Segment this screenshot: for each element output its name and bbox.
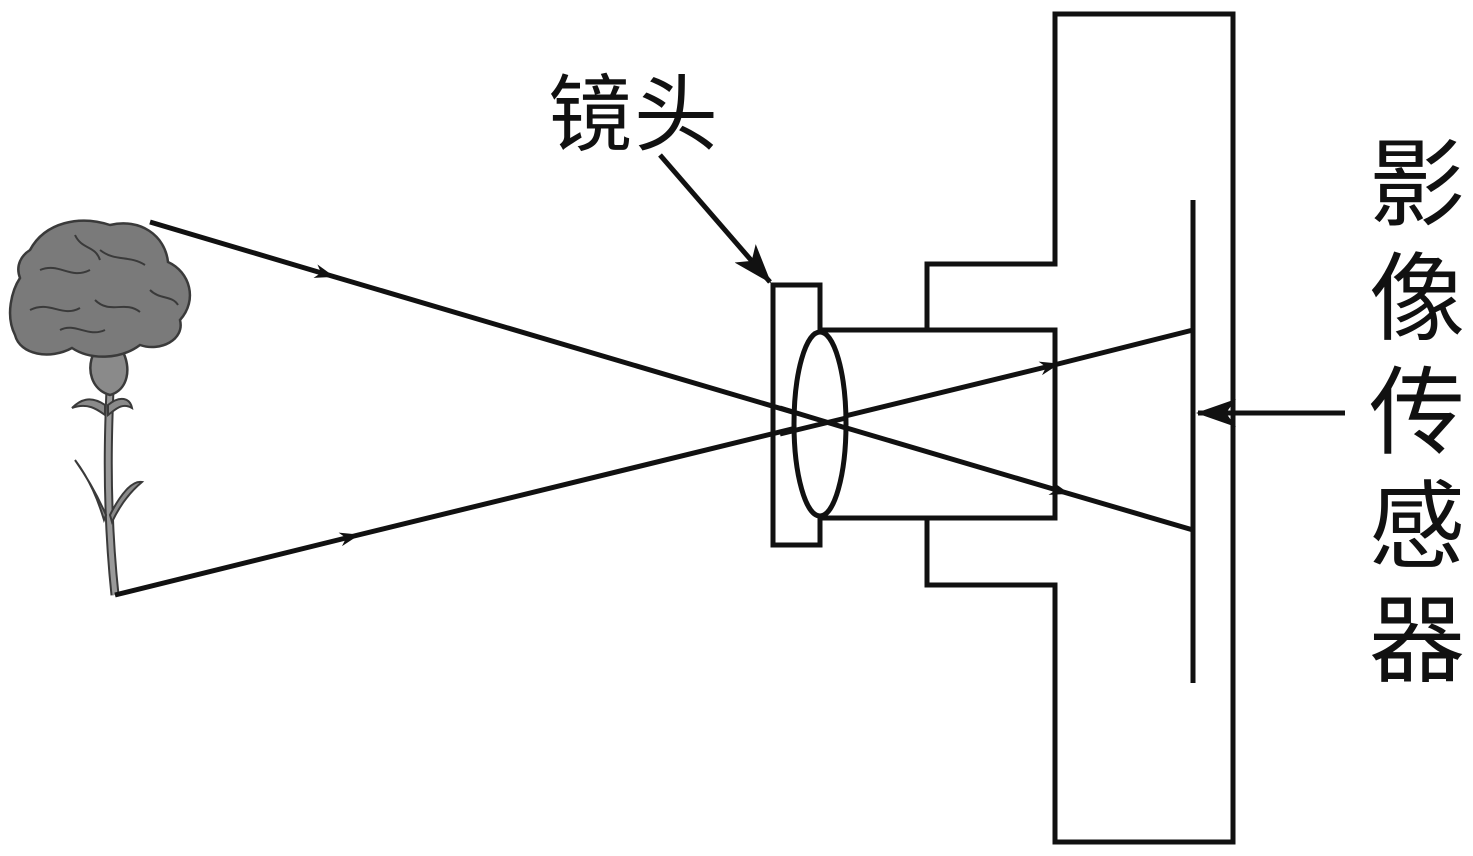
lens-label: 镜头 <box>548 66 721 164</box>
ray-top-to-bottom <box>149 219 1194 533</box>
rays-through-lens <box>779 405 847 437</box>
lens-pointer-arrow <box>658 153 772 284</box>
image-sensor-label: 影像传感器 <box>1369 129 1465 697</box>
light-rays <box>114 219 1194 598</box>
ray-bottom-to-top <box>114 327 1194 598</box>
flower-object <box>8 219 192 596</box>
camera-body <box>820 11 1236 845</box>
